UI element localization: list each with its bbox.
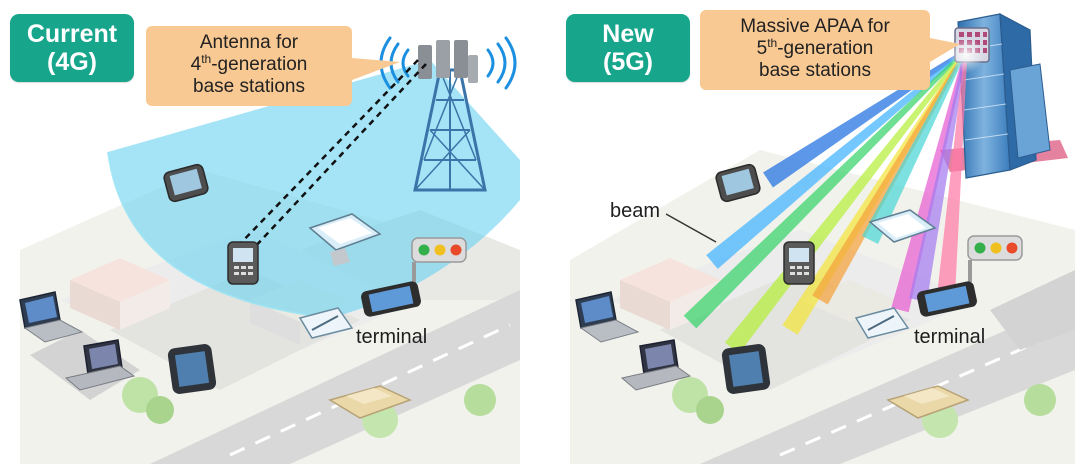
beam	[683, 48, 968, 329]
new-5g-tag: New (5G)	[566, 14, 690, 82]
current-4g-tag: Current (4G)	[10, 14, 134, 82]
callout-generation: -generation	[211, 54, 308, 75]
trees	[122, 377, 496, 438]
car-icon	[886, 385, 970, 419]
tablet-icon	[308, 213, 382, 266]
tablet-icon	[721, 344, 771, 394]
tablet-icon	[868, 209, 937, 243]
laptop-icon	[575, 291, 640, 343]
tablet-icon	[298, 307, 354, 339]
phone-icon	[917, 281, 977, 317]
apaa-callout: Massive APAA for 5th-generation base sta…	[700, 10, 930, 90]
callout-ordinal-suffix: th	[767, 36, 778, 50]
phone-icon	[783, 241, 815, 285]
left-panel-scene	[19, 36, 520, 464]
callout-generation: -generation	[777, 38, 874, 59]
building-icon	[940, 12, 1068, 179]
tag-line1: New	[602, 20, 654, 48]
beam	[891, 49, 968, 313]
beam	[937, 49, 968, 297]
terminal-label: terminal	[914, 326, 986, 348]
traffic-light-icon	[967, 235, 1023, 282]
beam	[706, 48, 967, 269]
right-panel-scene	[570, 12, 1075, 464]
trees	[672, 377, 1056, 438]
callout-line3: base stations	[759, 60, 871, 81]
beam	[909, 49, 968, 302]
tablet-icon	[167, 344, 217, 394]
car-icon	[328, 385, 412, 419]
callout-ordinal: 5	[756, 38, 768, 59]
callout-pointer-left	[352, 58, 400, 80]
callout-line1: Antenna for	[199, 32, 299, 53]
beam	[861, 49, 968, 245]
tag-line2: (5G)	[603, 48, 653, 76]
callout-line3: base stations	[193, 76, 305, 97]
signal-link	[235, 59, 427, 251]
laptop-icon	[19, 291, 84, 343]
callout-ordinal-suffix: th	[201, 52, 212, 66]
callout-line2: 4th-generation	[146, 52, 352, 76]
tablet-icon	[854, 307, 910, 339]
tower-icon	[413, 40, 487, 192]
laptop-icon	[620, 339, 692, 391]
laptop-icon	[64, 339, 136, 391]
tag-line1: Current	[26, 20, 118, 48]
tag-line2: (4G)	[47, 48, 97, 76]
callout-line2: 5th-generation	[700, 36, 930, 60]
phone-icon	[715, 163, 761, 203]
callout-pointer-right	[930, 38, 960, 62]
antenna-callout: Antenna for 4th-generation base stations	[146, 26, 352, 106]
callout-ordinal: 4	[190, 54, 202, 75]
callout-line1: Massive APAA for	[740, 16, 890, 37]
phone-icon	[163, 163, 209, 203]
beam-pointer	[665, 213, 717, 243]
beam	[812, 49, 968, 305]
phone-icon	[361, 281, 421, 317]
phone-icon	[227, 241, 259, 285]
terminal-label: terminal	[356, 326, 428, 348]
beam-label: beam	[610, 200, 661, 222]
traffic-light-icon	[411, 237, 467, 284]
antenna-array-icon	[948, 27, 990, 73]
